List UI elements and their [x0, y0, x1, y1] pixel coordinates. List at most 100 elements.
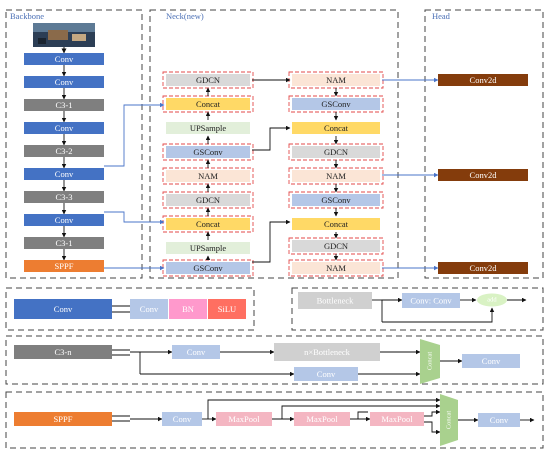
- neck-right-nam-4-label: NAM: [326, 171, 346, 181]
- sppf-feed-3: [424, 409, 441, 417]
- head-conv2d-1: Conv2d: [438, 169, 528, 181]
- sppf-feed-2: [281, 403, 441, 419]
- neck-left-nam-4: NAM: [162, 167, 254, 185]
- bb-c33-to-concat: [104, 211, 165, 225]
- sppf-conv-in-label: Conv: [173, 414, 192, 424]
- c3-concat: [420, 339, 440, 384]
- backbone-conv-0: Conv: [24, 53, 104, 65]
- neck-right-nam-8-label: NAM: [326, 263, 346, 273]
- sppf-feed-3a: [357, 411, 368, 419]
- neck-right-nam-4: NAM: [288, 167, 384, 185]
- neck-left-upsample-2-label: UPSample: [190, 123, 227, 133]
- backbone-c3-3-6-box: [24, 191, 104, 203]
- neck-left-gdcn-5-label: GDCN: [196, 195, 220, 205]
- head-conv2d-2: Conv2d: [438, 262, 528, 274]
- sppf-module-label: SPPF: [54, 414, 73, 424]
- input-image: [33, 23, 95, 47]
- backbone-conv-0-label: Conv: [55, 54, 74, 64]
- backbone-conv-7-label: Conv: [55, 215, 74, 225]
- c3-conv-top-label: Conv: [187, 347, 206, 357]
- c3-conv-top: [172, 345, 220, 359]
- neck-left-concat-1-label: Concat: [196, 99, 221, 109]
- backbone-conv-3-box: [24, 122, 104, 134]
- backbone-sppf-9-label: SPPF: [55, 261, 74, 271]
- head-conv2d-0-box: [438, 74, 528, 86]
- backbone-sppf-9: SPPF: [24, 260, 104, 272]
- neck-right-concat-6: Concat: [292, 218, 380, 230]
- backbone-conv-7: Conv: [24, 214, 104, 226]
- neck-right-gsconv-1-box: [292, 98, 380, 110]
- neck-frame: [149, 9, 399, 279]
- bottleneck-conv-label: Conv: Conv: [410, 296, 452, 306]
- backbone-c3-2-4-label: C3-2: [56, 146, 73, 156]
- conv-module-label: Conv: [54, 304, 73, 314]
- sppf-maxpool-1-label: MaxPool: [228, 414, 260, 424]
- gsconv-to-concat: [252, 125, 291, 151]
- head-conv2d-1-box: [438, 169, 528, 181]
- c3-conv-bottom-label: Conv: [317, 369, 336, 379]
- c3-conv-out: [462, 354, 520, 368]
- neck-right-nam-0-label: NAM: [326, 75, 346, 85]
- backbone-c3-2-4-box: [24, 145, 104, 157]
- neck-left-gsconv-3-label: GSConv: [193, 147, 223, 157]
- neck-right-gdcn-3-label: GDCN: [324, 147, 348, 157]
- backbone-frame: [5, 9, 143, 279]
- sppf-maxpool-2: [294, 412, 350, 426]
- bottleneck-label: Bottleneck: [317, 296, 355, 306]
- neck-left-gdcn-5-box: [166, 194, 250, 206]
- backbone-c3-1-8-label: C3-1: [56, 238, 73, 248]
- bn-residual-arrow: [382, 307, 495, 323]
- neck-right-gsconv-1-label: GSConv: [321, 99, 351, 109]
- neck-right-nam-8: NAM: [288, 259, 384, 277]
- c3-module-block: [14, 345, 112, 359]
- conv-module-block: [14, 299, 112, 319]
- neck-left-upsample-7: UPSample: [166, 242, 250, 254]
- neck-right-nam-0-box: [292, 74, 380, 86]
- head-conv2d-0-label: Conv2d: [470, 75, 498, 85]
- neck-left-gsconv-8-label: GSConv: [193, 263, 223, 273]
- backbone-conv-5-box: [24, 168, 104, 180]
- neck-left-gsconv-3-box: [166, 146, 250, 158]
- backbone-c3-1-8-box: [24, 237, 104, 249]
- backbone-conv-1-label: Conv: [55, 77, 74, 87]
- neck-title: Neck(new): [166, 11, 204, 21]
- neck-left-gsconv-3: GSConv: [162, 143, 254, 161]
- c3-conv-out-label: Conv: [482, 356, 501, 366]
- c3-bottleneck: [274, 343, 380, 361]
- conv-part-bn: [169, 299, 207, 319]
- sppf-feed-4: [424, 421, 441, 435]
- sppf-concat-label: Concat: [446, 411, 453, 430]
- neck-left-gdcn-5: GDCN: [162, 191, 254, 209]
- neck-left-gdcn-0-label: GDCN: [196, 75, 220, 85]
- backbone-conv-3: Conv: [24, 122, 104, 134]
- sppf-conv-in: [162, 412, 202, 426]
- backbone-conv-1: Conv: [24, 76, 104, 88]
- sppf-maxpool-3-label: MaxPool: [381, 414, 413, 424]
- conv-part-silu: [208, 299, 246, 319]
- conv-part-silu-label: SiLU: [218, 304, 236, 314]
- neck-right-concat-2-box: [292, 122, 380, 134]
- head-title: Head: [432, 11, 451, 21]
- c3-conv-bottom: [294, 367, 358, 381]
- neck-left-gsconv-8-box: [166, 262, 250, 274]
- backbone-conv-0-box: [24, 53, 104, 65]
- neck-left-gdcn-0-box: [166, 74, 250, 86]
- neck-right-gdcn-7-label: GDCN: [324, 241, 348, 251]
- neck-right-concat-6-box: [292, 218, 380, 230]
- sppf-maxpool-1: [216, 412, 272, 426]
- backbone-sppf-9-box: [24, 260, 104, 272]
- neck-right-gsconv-5-label: GSConv: [321, 195, 351, 205]
- neck-right-gdcn-7: GDCN: [288, 237, 384, 255]
- neck-left-nam-4-label: NAM: [198, 171, 218, 181]
- backbone-c3-1-2-label: C3-1: [56, 100, 73, 110]
- neck-left-concat-6-label: Concat: [196, 219, 221, 229]
- head-frame: [424, 9, 544, 279]
- conv-part-conv-label: Conv: [140, 304, 159, 314]
- sppf-maxpool-3: [370, 412, 424, 426]
- neck-right-concat-6-label: Concat: [324, 219, 349, 229]
- neck-right-gsconv-1: GSConv: [288, 95, 384, 113]
- c3-concat-label: Concat: [427, 352, 434, 371]
- backbone-c3-3-6: C3-3: [24, 191, 104, 203]
